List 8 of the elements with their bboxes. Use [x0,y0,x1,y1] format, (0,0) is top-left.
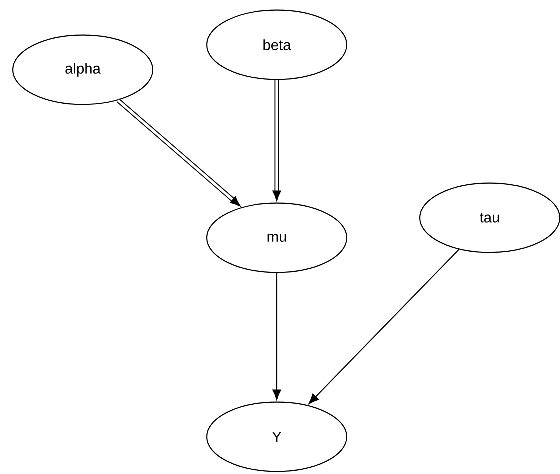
ellipse-node: alpha [12,34,154,106]
arrow [272,273,282,400]
arrow [116,98,241,207]
ellipse-node: Y [206,402,348,472]
ellipse-node: beta [206,10,348,80]
arrow [308,249,460,404]
ellipse-node: mu [206,202,348,274]
arrow [272,80,282,202]
